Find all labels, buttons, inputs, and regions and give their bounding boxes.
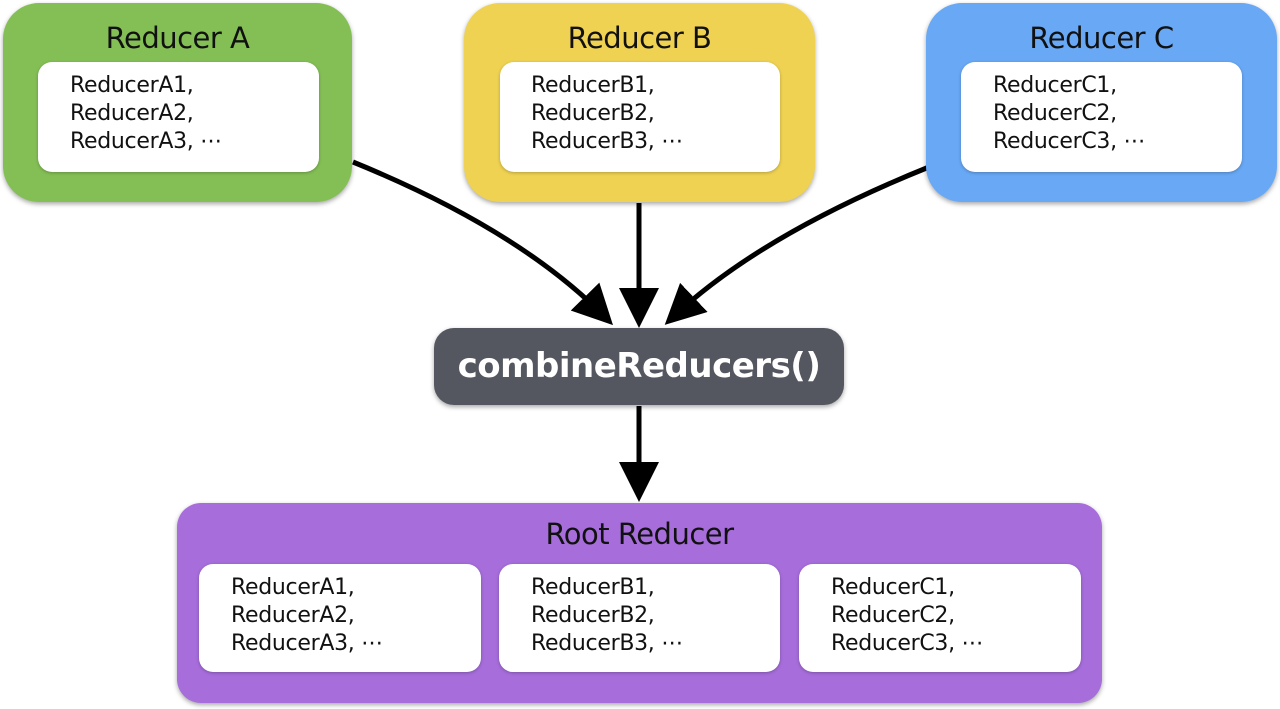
root-group-a-item: ReducerA1, [231,575,355,600]
reducer-c-item: ReducerC2, [993,101,1117,126]
root-group-b-item: ReducerB2, [531,603,655,628]
reducer-c-item: ReducerC3, ⋯ [993,129,1146,154]
reducer-a-item: ReducerA2, [70,101,194,126]
root-group-b-card: ReducerB1, ReducerB2, ReducerB3, ⋯ [499,564,780,672]
root-reducer-box: Root Reducer ReducerA1, ReducerA2, Reduc… [177,503,1102,703]
root-group-a-item: ReducerA2, [231,603,355,628]
reducer-b-card: ReducerB1, ReducerB2, ReducerB3, ⋯ [500,62,780,172]
combine-reducers-node: combineReducers() [434,328,844,405]
reducer-c-box: Reducer C ReducerC1, ReducerC2, ReducerC… [926,3,1277,202]
reducer-c-card: ReducerC1, ReducerC2, ReducerC3, ⋯ [961,62,1242,172]
root-group-a-card: ReducerA1, ReducerA2, ReducerA3, ⋯ [199,564,481,672]
root-group-c-card: ReducerC1, ReducerC2, ReducerC3, ⋯ [799,564,1081,672]
reducer-c-title: Reducer C [1029,21,1174,55]
root-reducer-title: Root Reducer [545,517,734,551]
arrow-c-to-combine [664,164,930,325]
reducer-a-item: ReducerA3, ⋯ [70,129,222,154]
reducer-a-card: ReducerA1, ReducerA2, ReducerA3, ⋯ [38,62,319,172]
reducer-b-box: Reducer B ReducerB1, ReducerB2, ReducerB… [464,3,815,202]
reducer-c-item: ReducerC1, [993,73,1117,98]
root-group-c-item: ReducerC2, [831,603,955,628]
root-group-b-item: ReducerB3, ⋯ [531,631,683,656]
arrow-a-to-combine [352,159,613,326]
root-group-a-item: ReducerA3, ⋯ [231,631,383,656]
reducer-b-title: Reducer B [567,21,712,55]
reducer-a-title: Reducer A [105,21,250,55]
reducer-b-item: ReducerB2, [531,101,655,126]
reducer-a-box: Reducer A ReducerA1, ReducerA2, ReducerA… [3,3,352,202]
reducer-b-item: ReducerB1, [531,73,655,98]
reducer-b-item: ReducerB3, ⋯ [531,129,683,154]
root-group-c-item: ReducerC3, ⋯ [831,631,984,656]
reducer-a-item: ReducerA1, [70,73,194,98]
root-group-c-item: ReducerC1, [831,575,955,600]
root-group-b-item: ReducerB1, [531,575,655,600]
